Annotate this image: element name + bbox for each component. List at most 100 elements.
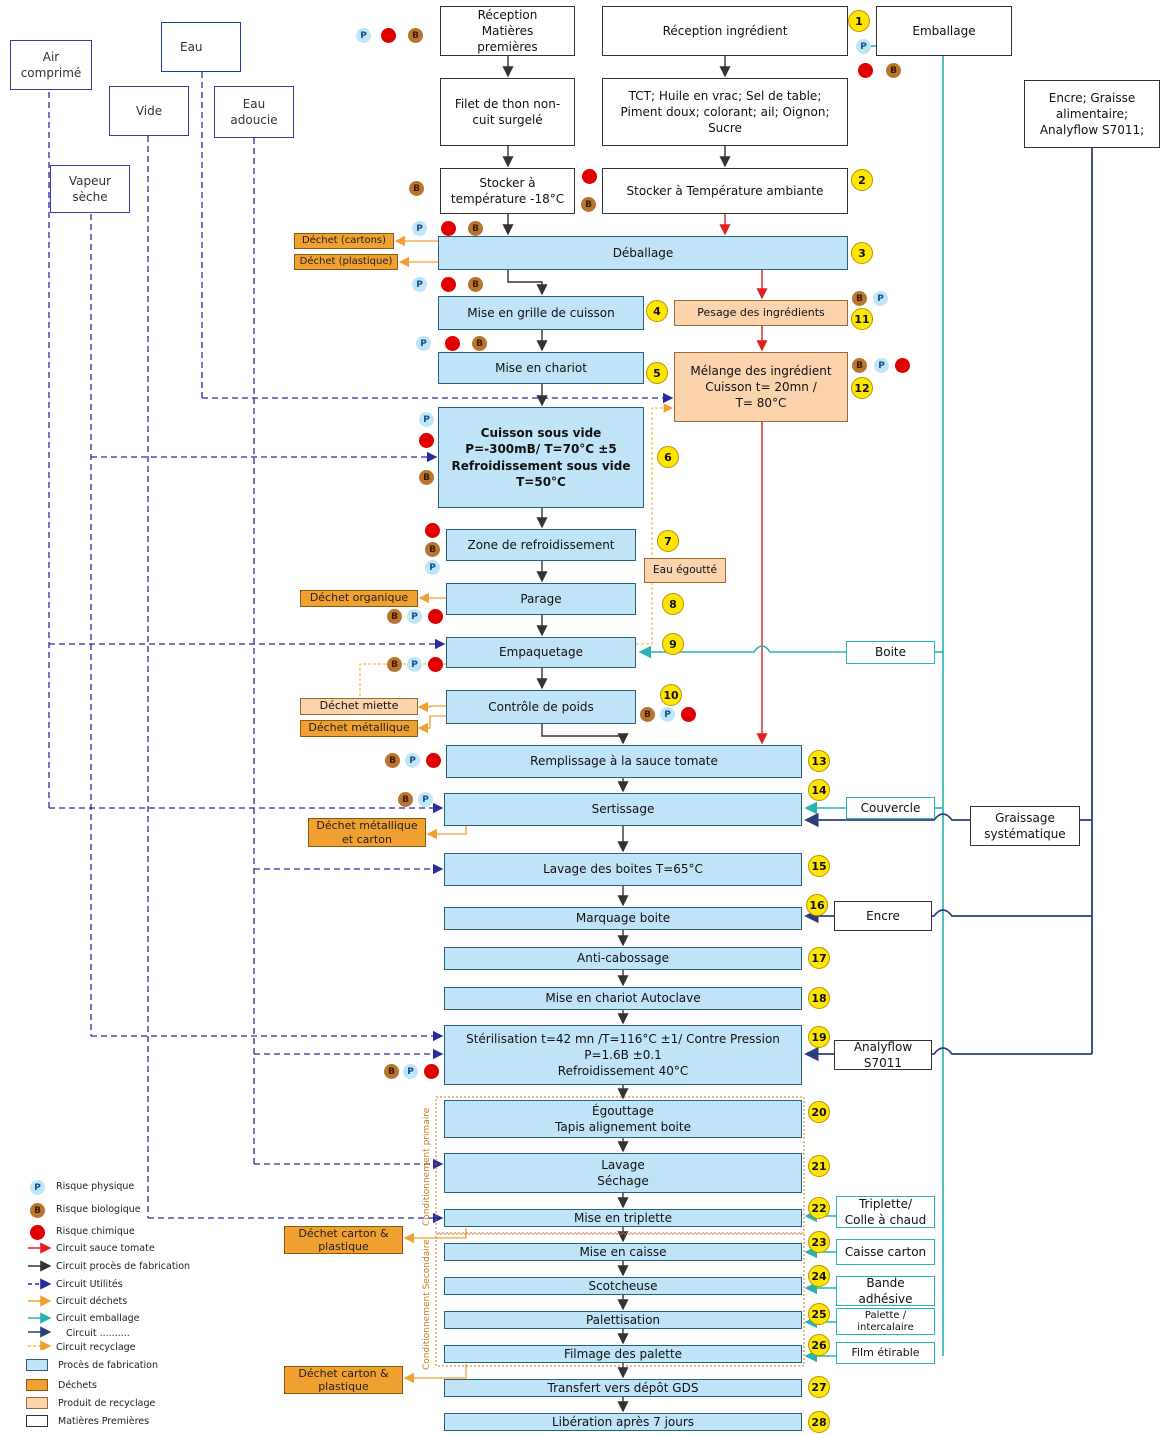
risk-chimique-icon: C — [441, 277, 456, 292]
encre-graisse-analyflow: Encre; Graisse alimentaire; Analyflow S7… — [1024, 80, 1160, 148]
waste-miette: Déchet miette — [300, 698, 418, 715]
risk-physique-icon: P — [356, 28, 371, 43]
risk-biologique-icon: B — [408, 28, 423, 43]
stocker-froid: Stocker à température -18°C — [440, 168, 575, 214]
legend-physique: Risque physique — [56, 1181, 135, 1192]
step-number-24: 24 — [808, 1265, 830, 1287]
step-number-22: 22 — [808, 1197, 830, 1219]
waste-cartons: Déchet (cartons) — [294, 233, 394, 249]
step-number-5: 5 — [646, 362, 668, 384]
risk-biologique-icon: B — [468, 221, 483, 236]
utility-air-comprime: Air comprimé — [10, 40, 92, 90]
step-sertissage: Sertissage — [444, 793, 802, 826]
step-scotcheuse: Scotcheuse — [444, 1277, 802, 1295]
risk-physique-icon: P — [405, 753, 420, 768]
risk-biologique-icon: B — [409, 181, 424, 196]
legend-emballage: Circuit emballage — [56, 1313, 140, 1324]
risk-biologique-icon: B — [472, 336, 487, 351]
pack-triplette-colle: Triplette/ Colle à chaud — [836, 1196, 935, 1228]
step-pesage: Pesage des ingrédients — [674, 300, 848, 326]
risk-chimique-icon: C — [895, 358, 910, 373]
step-lavage-sechage: Lavage Séchage — [444, 1153, 802, 1193]
pack-palette-intercalaire: Palette / intercalaire — [836, 1308, 935, 1335]
waste-carton-plastique-1: Déchet carton & plastique — [284, 1226, 403, 1254]
risk-physique-icon: P — [425, 560, 440, 575]
risk-physique-icon: P — [874, 358, 889, 373]
eau-egoutte: Eau égoutté — [644, 558, 726, 583]
step-mise-en-caisse: Mise en caisse — [444, 1243, 802, 1261]
label-conditionnement-secondaire: Conditionnement Secondaire — [422, 1239, 432, 1370]
step-number-17: 17 — [808, 947, 830, 969]
risk-chimique-icon: C — [428, 609, 443, 624]
step-deballage: Déballage — [438, 236, 848, 270]
risk-biologique-icon: B — [852, 358, 867, 373]
legend-line-swatches — [28, 1242, 52, 1350]
step-anti-cabossage: Anti-cabossage — [444, 947, 802, 970]
step-liberation: Libération après 7 jours — [444, 1413, 802, 1431]
step-number-11: 11 — [851, 308, 873, 330]
step-number-2: 2 — [851, 169, 873, 191]
emballage: Emballage — [876, 6, 1012, 56]
step-number-19: 19 — [808, 1026, 830, 1048]
utility-eau-adoucie: Eau adoucie — [214, 86, 294, 138]
step-remplissage: Remplissage à la sauce tomate — [446, 745, 802, 778]
step-number-27: 27 — [808, 1376, 830, 1398]
utility-vide: Vide — [109, 86, 189, 136]
risk-chimique-icon: C — [425, 523, 440, 538]
risk-physique-icon: P — [407, 657, 422, 672]
step-number-18: 18 — [808, 987, 830, 1009]
risk-biologique-icon: B — [468, 277, 483, 292]
step-mise-en-chariot: Mise en chariot — [438, 352, 644, 384]
risk-physique-icon: P — [403, 1064, 418, 1079]
risk-biologique-icon: B — [425, 542, 440, 557]
risk-biologique-icon: B — [419, 470, 434, 485]
step-number-6: 6 — [657, 446, 679, 468]
step-mise-en-grille: Mise en grille de cuisson — [438, 296, 644, 330]
waste-metallique: Déchet métallique — [300, 720, 418, 737]
step-palettisation: Palettisation — [444, 1311, 802, 1329]
legend-proc-swatch — [26, 1359, 48, 1371]
waste-metal-carton: Déchet métallique et carton — [308, 818, 426, 847]
risk-physique-icon: P — [418, 792, 433, 807]
risk-physique-icon: P — [873, 291, 888, 306]
risk-biologique-icon: B — [640, 707, 655, 722]
pack-film-etirable: Film étirable — [836, 1342, 935, 1364]
step-number-12: 12 — [851, 377, 873, 399]
legend-bio-icon: B — [30, 1203, 45, 1218]
risk-physique-icon: P — [416, 336, 431, 351]
risk-physique-icon: P — [419, 412, 434, 427]
step-number-4: 4 — [646, 300, 668, 322]
risk-biologique-icon: B — [384, 1064, 399, 1079]
step-egouttage: Égouttage Tapis alignement boite — [444, 1100, 802, 1138]
step-cuisson-sous-vide: Cuisson sous vide P=-300mB/ T=70°C ±5 Re… — [438, 407, 644, 508]
reception-ingredient: Réception ingrédient — [602, 6, 848, 56]
step-number-21: 21 — [808, 1155, 830, 1177]
utility-eau: Eau — [161, 22, 241, 72]
waste-organique: Déchet organique — [300, 590, 418, 607]
step-number-8: 8 — [662, 593, 684, 615]
pack-analyflow: Analyflow S7011 — [834, 1040, 932, 1070]
step-lavage-boites: Lavage des boites T=65°C — [444, 853, 802, 886]
step-filmage: Filmage des palette — [444, 1345, 802, 1363]
risk-biologique-icon: B — [852, 291, 867, 306]
risk-physique-icon: P — [660, 707, 675, 722]
step-number-23: 23 — [808, 1231, 830, 1253]
pack-boite: Boite — [846, 641, 935, 664]
step-controle-poids: Contrôle de poids — [446, 690, 636, 724]
risk-biologique-icon: B — [398, 792, 413, 807]
legend-recyc-swatch — [26, 1397, 48, 1409]
legend-utilites: Circuit Utilités — [56, 1279, 123, 1290]
step-zone-refroidissement: Zone de refroidissement — [446, 529, 636, 561]
legend-dechets-swatch — [26, 1379, 48, 1391]
legend-dechets-box: Déchets — [58, 1380, 97, 1391]
legend-sauce: Circuit sauce tomate — [56, 1243, 155, 1254]
legend-produit-recyc: Produit de recyclage — [58, 1398, 156, 1409]
risk-biologique-icon: B — [387, 657, 402, 672]
risk-chimique-icon: C — [582, 169, 597, 184]
step-number-15: 15 — [808, 855, 830, 877]
step-number-25: 25 — [808, 1303, 830, 1325]
risk-chimique-icon: C — [858, 63, 873, 78]
risk-biologique-icon: B — [387, 609, 402, 624]
step-transfert: Transfert vers dépôt GDS — [444, 1379, 802, 1397]
